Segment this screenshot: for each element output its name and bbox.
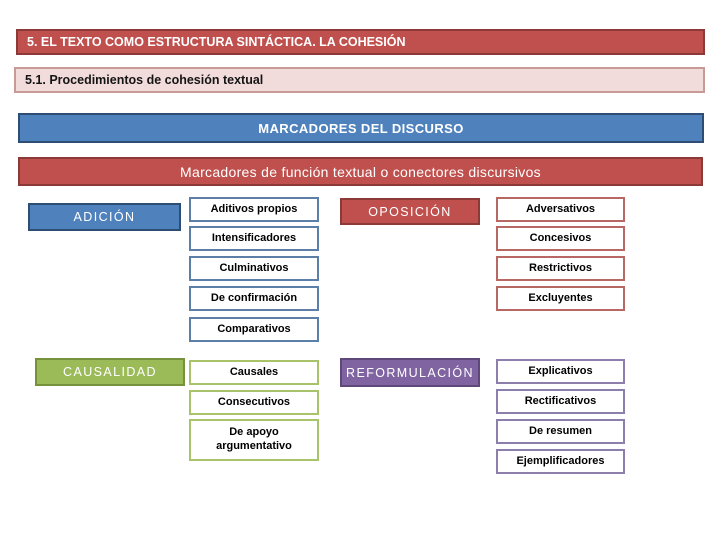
cell-de-resumen: De resumen [496,419,625,444]
group-header-oposicion: OPOSICIÓN [340,198,480,225]
cell-restrictivos: Restrictivos [496,256,625,281]
cell-intensificadores: Intensificadores [189,226,319,251]
cell-excluyentes: Excluyentes [496,286,625,311]
slide-title-banner: 5. EL TEXTO COMO ESTRUCTURA SINTÁCTICA. … [16,29,705,55]
cell-explicativos: Explicativos [496,359,625,384]
cell-causales: Causales [189,360,319,385]
group-header-adicion: ADICIÓN [28,203,181,231]
cell-comparativos: Comparativos [189,317,319,342]
cell-de-apoyo-argumentativo: De apoyo argumentativo [189,419,319,461]
slide-subtitle-banner: 5.1. Procedimientos de cohesión textual [14,67,705,93]
cell-consecutivos: Consecutivos [189,390,319,415]
cell-de-confirmacion: De confirmación [189,286,319,311]
cell-aditivos-propios: Aditivos propios [189,197,319,222]
cell-concesivos: Concesivos [496,226,625,251]
cell-adversativos: Adversativos [496,197,625,222]
group-header-causalidad: CAUSALIDAD [35,358,185,386]
section-banner-marcadores: MARCADORES DEL DISCURSO [18,113,704,143]
cell-culminativos: Culminativos [189,256,319,281]
subsection-banner-conectores: Marcadores de función textual o conector… [18,157,703,186]
cell-ejemplificadores: Ejemplificadores [496,449,625,474]
cell-rectificativos: Rectificativos [496,389,625,414]
group-header-reformulacion: REFORMULACIÓN [340,358,480,387]
